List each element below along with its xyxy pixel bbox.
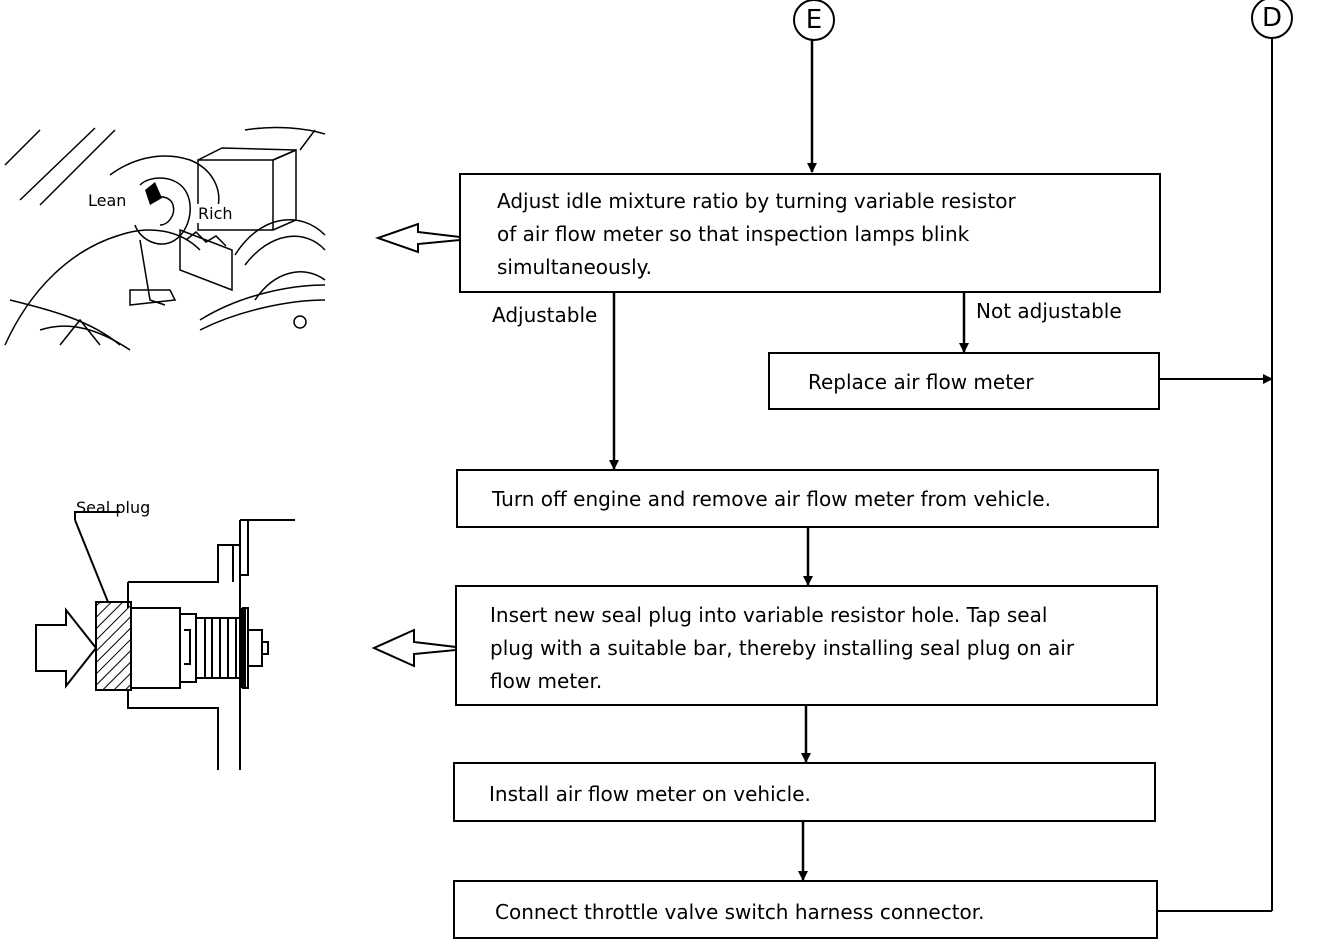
step-adjust-idle-box: Adjust idle mixture ratio by turning var… [459,173,1161,293]
lean-label: Lean [86,191,129,210]
step-insert-plug-box: Insert new seal plug into variable resis… [455,585,1158,706]
step-replace-afm-text: Replace air flow meter [808,370,1034,394]
step-install-afm-box: Install air flow meter on vehicle. [453,762,1156,822]
pointer-arrow-icon [371,628,457,668]
connector-d-label: D [1261,3,1283,33]
step-install-afm-text: Install air flow meter on vehicle. [489,782,811,806]
seal-plug-label: Seal plug [76,498,151,517]
step-turn-off-text: Turn off engine and remove air flow mete… [492,487,1051,511]
step-turn-off-box: Turn off engine and remove air flow mete… [456,469,1159,528]
connector-e-circle [793,0,835,41]
gasket-icon [240,608,246,688]
resistor-screw-icon [145,182,162,205]
connector-e-label: E [805,5,823,35]
step-insert-plug-text: Insert new seal plug into variable resis… [490,603,1075,693]
step-connect-switch-box: Connect throttle valve switch harness co… [453,880,1158,939]
step-connect-switch-text: Connect throttle valve switch harness co… [495,900,985,924]
step-replace-afm-box: Replace air flow meter [768,352,1160,410]
rich-label: Rich [196,204,235,223]
step-adjust-idle-text: Adjust idle mixture ratio by turning var… [497,189,1016,279]
pointer-arrow-icon [374,222,461,254]
branch-adjustable-label: Adjustable [492,303,598,327]
branch-not-adjustable-label: Not adjustable [976,299,1122,323]
variable-resistor-illustration [4,126,326,351]
seal-plug-illustration [35,511,295,770]
